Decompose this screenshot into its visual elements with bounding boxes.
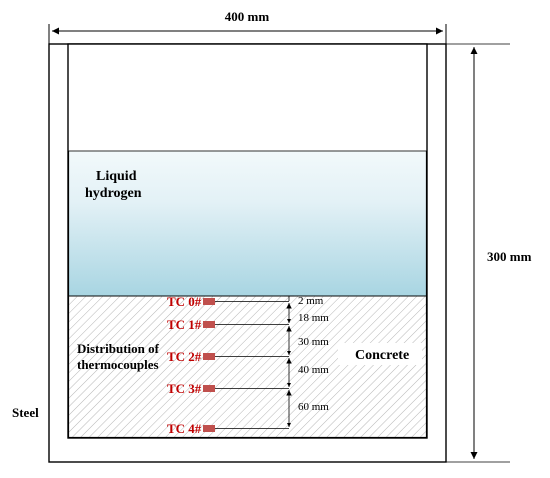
thermocouple-2-label: TC 2# xyxy=(167,349,202,364)
thermocouple-2-sensor xyxy=(203,353,215,360)
thermocouple-3: TC 3# xyxy=(167,381,289,396)
thermocouple-0: TC 0# xyxy=(167,294,289,309)
spacing-18mm-label: 18 mm xyxy=(298,312,329,324)
thermocouple-4: TC 4# xyxy=(167,421,289,436)
thermocouple-4-sensor xyxy=(203,425,215,432)
thermocouple-2: TC 2# xyxy=(167,349,289,364)
spacing-30mm-label: 30 mm xyxy=(298,336,329,348)
concrete-region xyxy=(68,295,427,438)
height-dimension-label: 300 mm xyxy=(487,249,532,264)
spacing-2mm-label: 2 mm xyxy=(298,295,324,307)
distribution-label-line2: thermocouples xyxy=(77,357,159,372)
thermocouple-1-sensor xyxy=(203,321,215,328)
thermocouple-0-label: TC 0# xyxy=(167,294,202,309)
thermocouple-1: TC 1# xyxy=(167,317,289,332)
thermocouple-0-sensor xyxy=(203,298,215,305)
spacing-dimensions: 2 mm 18 mm 30 mm 40 mm 60 mm xyxy=(284,295,329,427)
thermocouple-group: TC 0# TC 1# TC 2# TC 3# TC 4# xyxy=(167,294,289,436)
liquid-label-line1: Liquid xyxy=(96,169,137,184)
thermocouple-4-label: TC 4# xyxy=(167,421,202,436)
steel-label: Steel xyxy=(12,405,39,420)
thermocouple-3-label: TC 3# xyxy=(167,381,202,396)
spacing-60mm-label: 60 mm xyxy=(298,401,329,413)
thermocouple-3-sensor xyxy=(203,385,215,392)
spacing-40mm-label: 40 mm xyxy=(298,364,329,376)
distribution-label-line1: Distribution of xyxy=(77,341,160,356)
liquid-label-line2: hydrogen xyxy=(85,186,142,201)
thermocouple-1-label: TC 1# xyxy=(167,317,202,332)
width-dimension-label: 400 mm xyxy=(225,9,270,24)
concrete-label: Concrete xyxy=(355,348,409,363)
liquid-hydrogen-region xyxy=(68,150,427,297)
concrete-label-bg xyxy=(338,343,422,365)
